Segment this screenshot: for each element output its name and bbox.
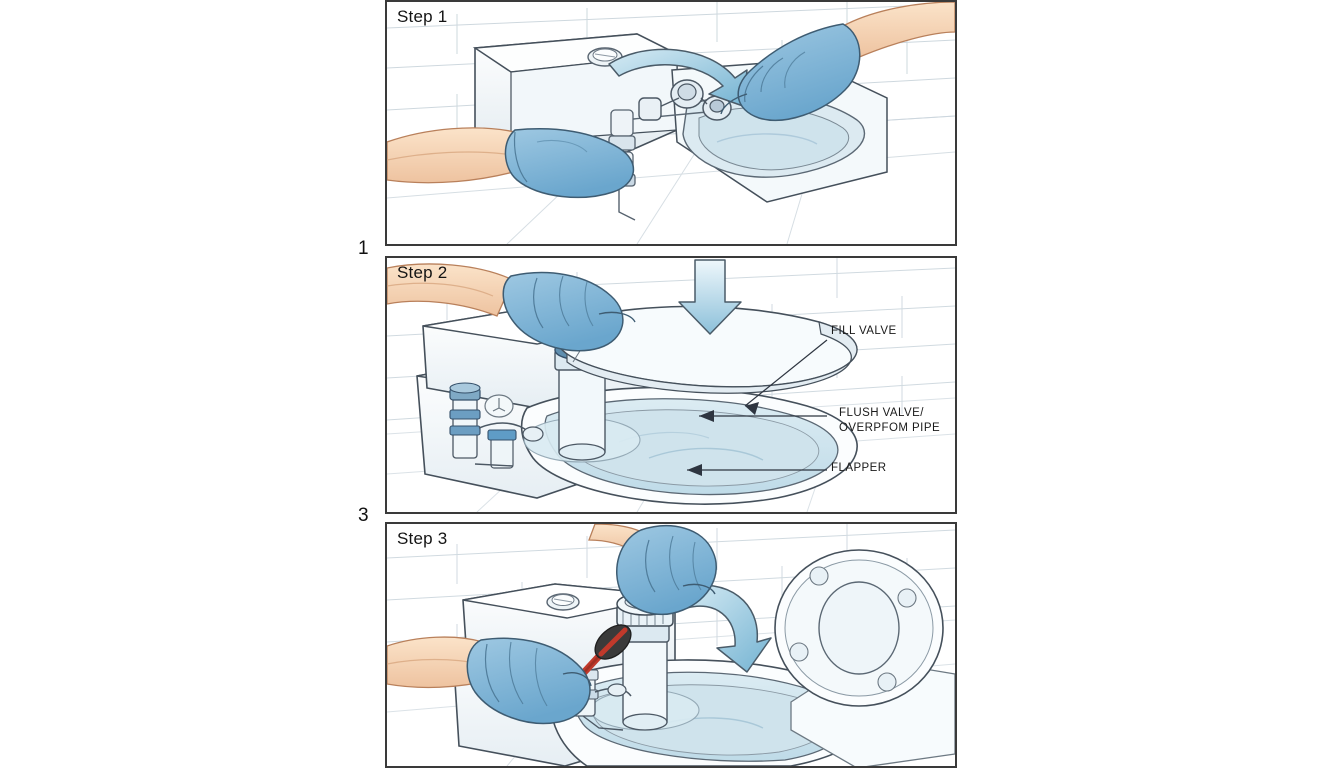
step-3-label: Step 3 bbox=[397, 529, 448, 548]
step-panel-2: Step 2 bbox=[385, 256, 957, 514]
step-panel-1: Step 1 bbox=[385, 0, 957, 246]
callout-flush-valve: FLUSH VALVE/ OVERPFOM PIPE bbox=[839, 406, 940, 435]
callout-flapper: FLAPPER bbox=[831, 462, 887, 474]
callout-fill-valve: FILL VALVE bbox=[831, 325, 897, 337]
callout-flush-valve-line1: FLUSH VALVE/ bbox=[839, 407, 924, 419]
step-1-label: Step 1 bbox=[397, 7, 448, 26]
step-panel-3: Step 3 bbox=[385, 522, 957, 768]
step-2-label: Step 2 bbox=[397, 263, 448, 282]
callout-flush-valve-line2: OVERPFOM PIPE bbox=[839, 421, 941, 434]
step-1-illustration bbox=[387, 2, 955, 244]
step-2-illustration bbox=[387, 258, 955, 512]
panel-marker-3: 3 bbox=[358, 505, 369, 526]
panel-marker-1: 1 bbox=[358, 238, 369, 259]
step-3-illustration bbox=[387, 524, 955, 766]
